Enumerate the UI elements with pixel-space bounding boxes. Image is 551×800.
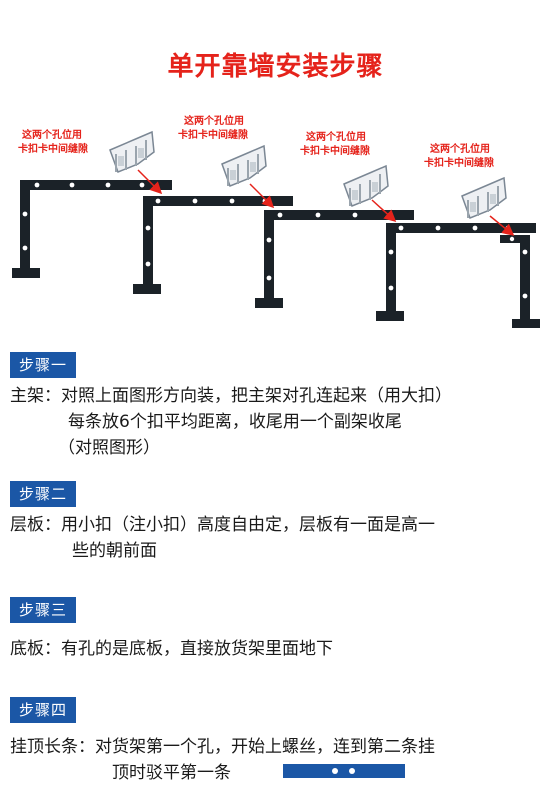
clip-icon (221, 144, 267, 187)
step-3-text: 有孔的是底板，直接放货架里面地下 (61, 639, 333, 659)
main-frame-1 (12, 180, 172, 278)
step-4-label: 挂顶长条： (10, 737, 95, 757)
step-4-line-1: 挂顶长条：对货架第一个孔，开始上螺丝，连到第二条挂 (10, 734, 435, 760)
step-4-line-2: 顶时驳平第一条 (112, 763, 231, 783)
hole-note-line2: 卡扣卡中间缝隙 (300, 144, 370, 157)
strip-hole-dot (332, 768, 338, 774)
arrow-2 (249, 183, 275, 209)
tail-sub-frame (500, 235, 540, 328)
step-1-line-2: 每条放6个扣平均距离，收尾用一个副架收尾 (68, 412, 402, 432)
hole-note-line1: 这两个孔位用 (430, 142, 490, 155)
step-1-line-1: 主架：对照上面图形方向装，把主架对孔连起来（用大扣） (10, 383, 452, 409)
step-1-line-3: （对照图形） (58, 438, 160, 458)
clip-icon (109, 130, 155, 173)
hole-note-line1: 这两个孔位用 (22, 128, 82, 141)
clip-icon (461, 176, 507, 219)
hanging-top-strip-illustration (283, 764, 405, 778)
shelf-assembly-diagram: 这两个孔位用 卡扣卡中间缝隙 这两个孔位用 卡扣卡中间缝隙 这两个孔位用 卡扣卡… (12, 114, 540, 328)
step-1-badge: 步骤一 (10, 352, 77, 378)
arrow-1 (137, 169, 163, 195)
hole-note-line1: 这两个孔位用 (306, 130, 366, 143)
hole-note-line1: 这两个孔位用 (184, 114, 244, 127)
step-4-text: 对货架第一个孔，开始上螺丝，连到第二条挂 (95, 737, 435, 757)
clip-icon (343, 164, 389, 207)
arrow-3 (371, 199, 397, 223)
page-title: 单开靠墙安装步骤 (167, 52, 384, 82)
step-1-text: 对照上面图形方向装，把主架对孔连起来（用大扣） (61, 386, 452, 406)
step-2-line-1: 层板：用小扣（注小扣）高度自由定，层板有一面是高一 (10, 512, 435, 538)
arrow-4 (489, 215, 515, 236)
step-3-line-1: 底板：有孔的是底板，直接放货架里面地下 (10, 636, 333, 662)
step-3-badge: 步骤三 (10, 597, 77, 623)
step-2-label: 层板： (10, 515, 61, 535)
step-1-label: 主架： (10, 386, 61, 406)
hole-note-line2: 卡扣卡中间缝隙 (178, 128, 248, 141)
step-3-label: 底板： (10, 639, 61, 659)
hole-note-line2: 卡扣卡中间缝隙 (424, 156, 494, 169)
strip-hole-dot (349, 768, 355, 774)
step-2-badge: 步骤二 (10, 481, 77, 507)
step-4-badge: 步骤四 (10, 697, 77, 723)
step-2-text: 用小扣（注小扣）高度自由定，层板有一面是高一 (61, 515, 435, 535)
step-2-line-2: 些的朝前面 (72, 541, 157, 561)
hole-note-line2: 卡扣卡中间缝隙 (18, 142, 88, 155)
